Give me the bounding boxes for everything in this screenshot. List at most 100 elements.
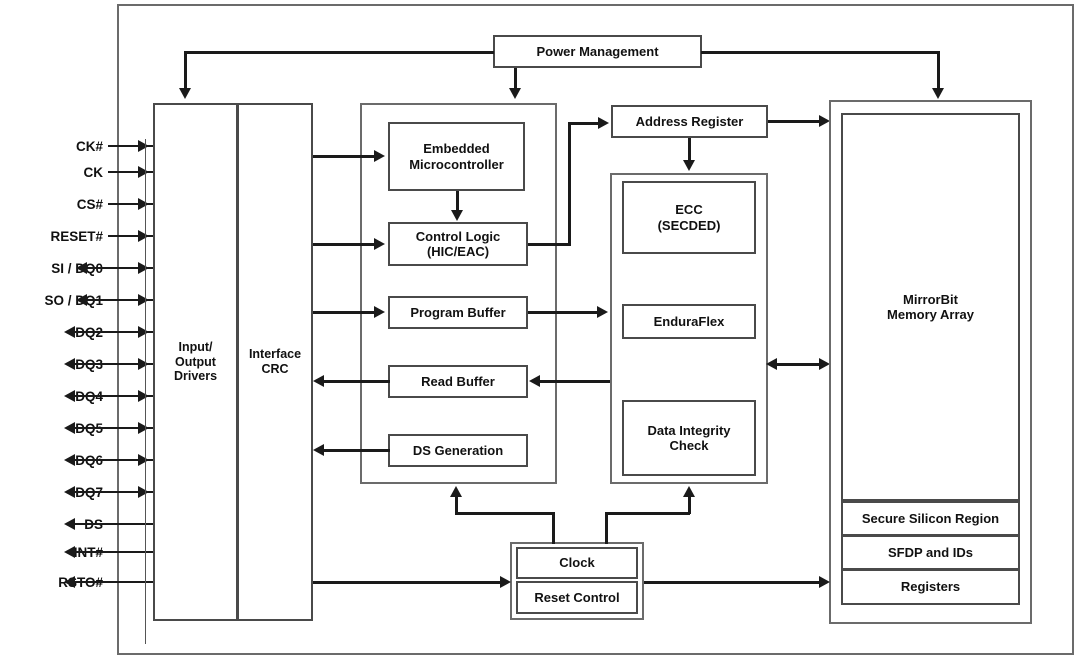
block-mirrorbit-memory-array[interactable]: MirrorBit Memory Array [841,113,1020,501]
arrowhead-ecc-to-read-buffer [529,375,540,387]
arrowhead-memory-array-to-ecc [766,358,777,370]
arrowhead-ds-generation-to-crc [313,444,324,456]
line-clock-reset-to-registers [644,581,826,584]
block-interface-crc[interactable]: Interface CRC [237,103,313,621]
arrowhead-dq4-in [138,390,149,402]
control-logic-label-line2: (HIC/EAC) [426,244,490,259]
secure-silicon-region-label: Secure Silicon Region [861,510,1000,526]
line-control-logic-to-addr-reg-v [568,122,571,246]
arrowhead-si-dq0-in [138,262,149,274]
block-ds-generation[interactable]: DS Generation [388,434,528,467]
block-power-management[interactable]: Power Management [493,35,702,68]
signal-label-ck: CK [83,165,104,180]
ecc-label-line1: ECC [675,202,703,218]
signal-line-ck-hash [108,145,153,147]
embedded-mcu-label-line1: Embedded [423,141,490,157]
data-integrity-label-line1: Data Integrity [647,422,731,438]
line-clock-to-core-v2 [455,495,458,514]
signal-line-dq4 [68,395,153,397]
block-ecc-secded[interactable]: ECC (SECDED) [622,181,756,254]
block-sfdp-and-ids[interactable]: SFDP and IDs [841,535,1020,570]
arrowhead-dq7-out [64,486,75,498]
arrowhead-dq5-out [64,422,75,434]
signal-line-rsto-hash [68,581,153,583]
program-buffer-label: Program Buffer [410,304,506,320]
memory-array-label-line1: MirrorBit [903,291,958,307]
arrowhead-dq6-in [138,454,149,466]
block-secure-silicon-region[interactable]: Secure Silicon Region [841,501,1020,536]
interface-crc-label-line2: CRC [261,362,289,376]
arrowhead-dq3-out [64,358,75,370]
arrowhead-dq2-in [138,326,149,338]
arrowhead-addr-reg-to-ecc [683,160,695,171]
signal-label-ck-hash: CK# [75,139,103,154]
clock-label: Clock [559,555,595,571]
reset-control-label: Reset Control [534,589,620,605]
arrowhead-rsto-hash-out [64,576,75,588]
signal-label-reset-hash: RESET# [50,229,103,244]
block-program-buffer[interactable]: Program Buffer [388,296,528,329]
arrowhead-crc-to-control-logic [374,238,385,250]
arrowhead-dq6-out [64,454,75,466]
arrowhead-clock-to-ecc [683,486,695,497]
line-clock-to-ecc-v1 [605,512,608,544]
signal-line-so-dq1 [80,299,153,301]
signal-line-si-dq0 [80,267,153,269]
signal-line-dq2 [68,331,153,333]
block-enduraflex[interactable]: EnduraFlex [622,304,756,339]
signal-line-dq7 [68,491,153,493]
control-logic-label-line1: Control Logic [415,228,501,244]
line-ds-generation-to-crc [317,449,390,452]
line-clock-to-core-v1 [552,512,555,544]
block-reset-control[interactable]: Reset Control [516,581,638,614]
arrowhead-dq7-in [138,486,149,498]
block-registers[interactable]: Registers [841,569,1020,605]
power-management-label: Power Management [536,43,659,59]
io-bus-vertical-line [145,139,146,644]
block-data-integrity-check[interactable]: Data Integrity Check [622,400,756,476]
arrowhead-dq5-in [138,422,149,434]
arrowhead-ck-in [138,166,149,178]
signal-line-int-hash [68,551,153,553]
signal-line-cs-hash [108,203,153,205]
block-address-register[interactable]: Address Register [611,105,768,138]
block-read-buffer[interactable]: Read Buffer [388,365,528,398]
block-embedded-microcontroller[interactable]: Embedded Microcontroller [388,122,525,191]
arrowhead-ck-hash-in [138,140,149,152]
line-read-buffer-to-crc [317,380,390,383]
arrowhead-dq2-out [64,326,75,338]
line-addr-reg-to-memory-array [768,120,826,123]
signal-line-ck [108,171,153,173]
arrowhead-addr-reg-to-memory-array [819,115,830,127]
clock-reset-outer-frame [510,542,644,620]
block-io-drivers[interactable]: Input/ Output Drivers [153,103,238,621]
arrowhead-ds-out [64,518,75,530]
core-logic-container [360,103,557,484]
ds-generation-label: DS Generation [412,442,504,458]
arrowhead-crc-to-mcu [374,150,385,162]
signal-label-cs-hash: CS# [76,197,103,212]
line-clock-to-core-h [455,512,555,515]
line-ecc-to-read-buffer [534,380,610,383]
arrowhead-crc-to-program-buffer [374,306,385,318]
arrowhead-control-logic-to-addr-reg [598,117,609,129]
arrowhead-pm-to-io-drivers [179,88,191,99]
pm-middle-branch-vertical [514,68,517,90]
interface-crc-label-line1: Interface [248,347,302,362]
address-register-label: Address Register [635,113,744,129]
sfdp-and-ids-label: SFDP and IDs [887,544,973,560]
data-integrity-label-line2: Check [669,438,709,453]
arrowhead-si-dq0-out [76,262,87,274]
line-crc-to-clock-reset [313,581,503,584]
line-ecc-to-memory-array [772,363,826,366]
io-drivers-label-line3: Drivers [173,369,218,384]
block-clock[interactable]: Clock [516,547,638,579]
signal-line-dq3 [68,363,153,365]
block-control-logic[interactable]: Control Logic (HIC/EAC) [388,222,528,266]
line-crc-to-control-logic [313,243,376,246]
line-mcu-to-control-logic [456,191,459,212]
arrowhead-clock-reset-to-registers [819,576,830,588]
line-clock-to-ecc-v2 [688,495,691,514]
pm-left-branch-horizontal [184,51,494,54]
